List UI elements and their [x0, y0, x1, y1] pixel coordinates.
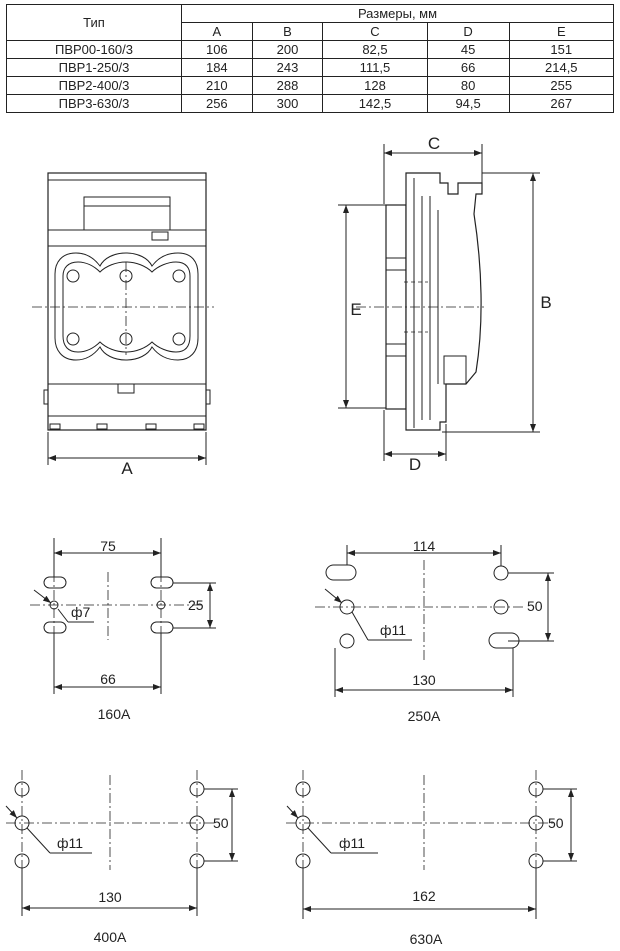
depth-bottom-label: D	[409, 455, 421, 474]
pattern-dim-bottom: 130	[412, 672, 436, 688]
hole-diameter-label: ф11	[339, 835, 365, 851]
mounting-hole	[295, 781, 311, 797]
mounting-pattern-630a: 162 50 ф11 630A	[286, 770, 577, 947]
value-cell: 184	[181, 58, 253, 77]
mounting-pattern-250a: 114 130 50 ф11 250A	[315, 538, 554, 724]
value-cell: 214,5	[508, 58, 615, 77]
depth-top-label: C	[428, 134, 440, 153]
mounting-slot	[325, 564, 357, 581]
type-header: Тип	[6, 4, 182, 41]
mounting-hole	[14, 781, 30, 797]
contact-screw	[66, 332, 80, 346]
type-cell: ПВР00-160/3	[6, 40, 182, 59]
pattern-dim-bottom: 66	[100, 671, 116, 687]
pattern-dim-side: 50	[213, 815, 229, 831]
mounting-slot	[150, 621, 174, 634]
value-cell: 256	[181, 94, 253, 113]
pattern-dim-top: 114	[413, 538, 436, 554]
mounting-hole	[49, 600, 59, 610]
mounting-hole	[339, 633, 355, 649]
pattern-dim-bottom: 130	[98, 889, 122, 905]
contact-plate	[54, 252, 199, 361]
mounting-pattern-160a: 75 66 25 ф7 160A	[30, 538, 216, 722]
value-cell: 267	[508, 94, 615, 113]
indicator-window	[151, 231, 169, 241]
dimensions-table: Тип Размеры, мм A B C D E ПВР00-160/3 10…	[6, 4, 615, 113]
table-header-row: Тип Размеры, мм	[6, 4, 614, 41]
mounting-hole	[295, 815, 311, 831]
pattern-dim-bottom: 162	[412, 888, 436, 904]
mounting-hole	[339, 599, 355, 615]
pattern-dim-side: 50	[548, 815, 564, 831]
side-view: C D B E	[338, 134, 552, 474]
mounting-hole	[493, 599, 509, 615]
mounting-hole	[14, 815, 30, 831]
contact-screw	[119, 332, 133, 346]
contact-screw	[172, 332, 186, 346]
mounting-slot	[43, 576, 67, 589]
side-housing	[405, 172, 483, 431]
table-row: ПВР3-630/3 256 300 142,5 94,5 267	[6, 94, 615, 113]
pattern-dim-side: 25	[188, 597, 204, 613]
mounting-hole	[493, 565, 509, 581]
mounting-slot	[43, 621, 67, 634]
front-view: A	[32, 172, 214, 478]
value-cell: 300	[251, 94, 324, 113]
mounting-hole	[156, 600, 166, 610]
contact-screw	[172, 269, 186, 283]
mounting-slot	[150, 576, 174, 589]
hole-diameter-label: ф7	[71, 604, 91, 620]
front-housing	[47, 172, 207, 431]
mounting-hole	[528, 815, 544, 831]
height-label: B	[540, 293, 551, 312]
pattern-caption: 160A	[98, 706, 131, 722]
pattern-caption: 630A	[410, 931, 443, 947]
pattern-dim-side: 50	[527, 598, 543, 614]
table-columns-row: A B C D E	[7, 22, 615, 41]
hole-diameter-label: ф11	[380, 622, 406, 638]
mounting-pattern-400a: 130 50 ф11 400A	[5, 770, 238, 945]
value-cell: 142,5	[322, 94, 428, 113]
pattern-dim-top: 75	[100, 538, 116, 554]
mounting-hole	[189, 815, 205, 831]
pattern-caption: 250A	[408, 708, 441, 724]
mount-height-label: E	[350, 300, 361, 319]
hole-diameter-label: ф11	[57, 835, 83, 851]
value-cell: 94,5	[426, 94, 510, 113]
contact-screw	[66, 269, 80, 283]
width-label: A	[121, 459, 133, 478]
pattern-caption: 400A	[94, 929, 127, 945]
type-cell: ПВР3-630/3	[6, 94, 182, 113]
